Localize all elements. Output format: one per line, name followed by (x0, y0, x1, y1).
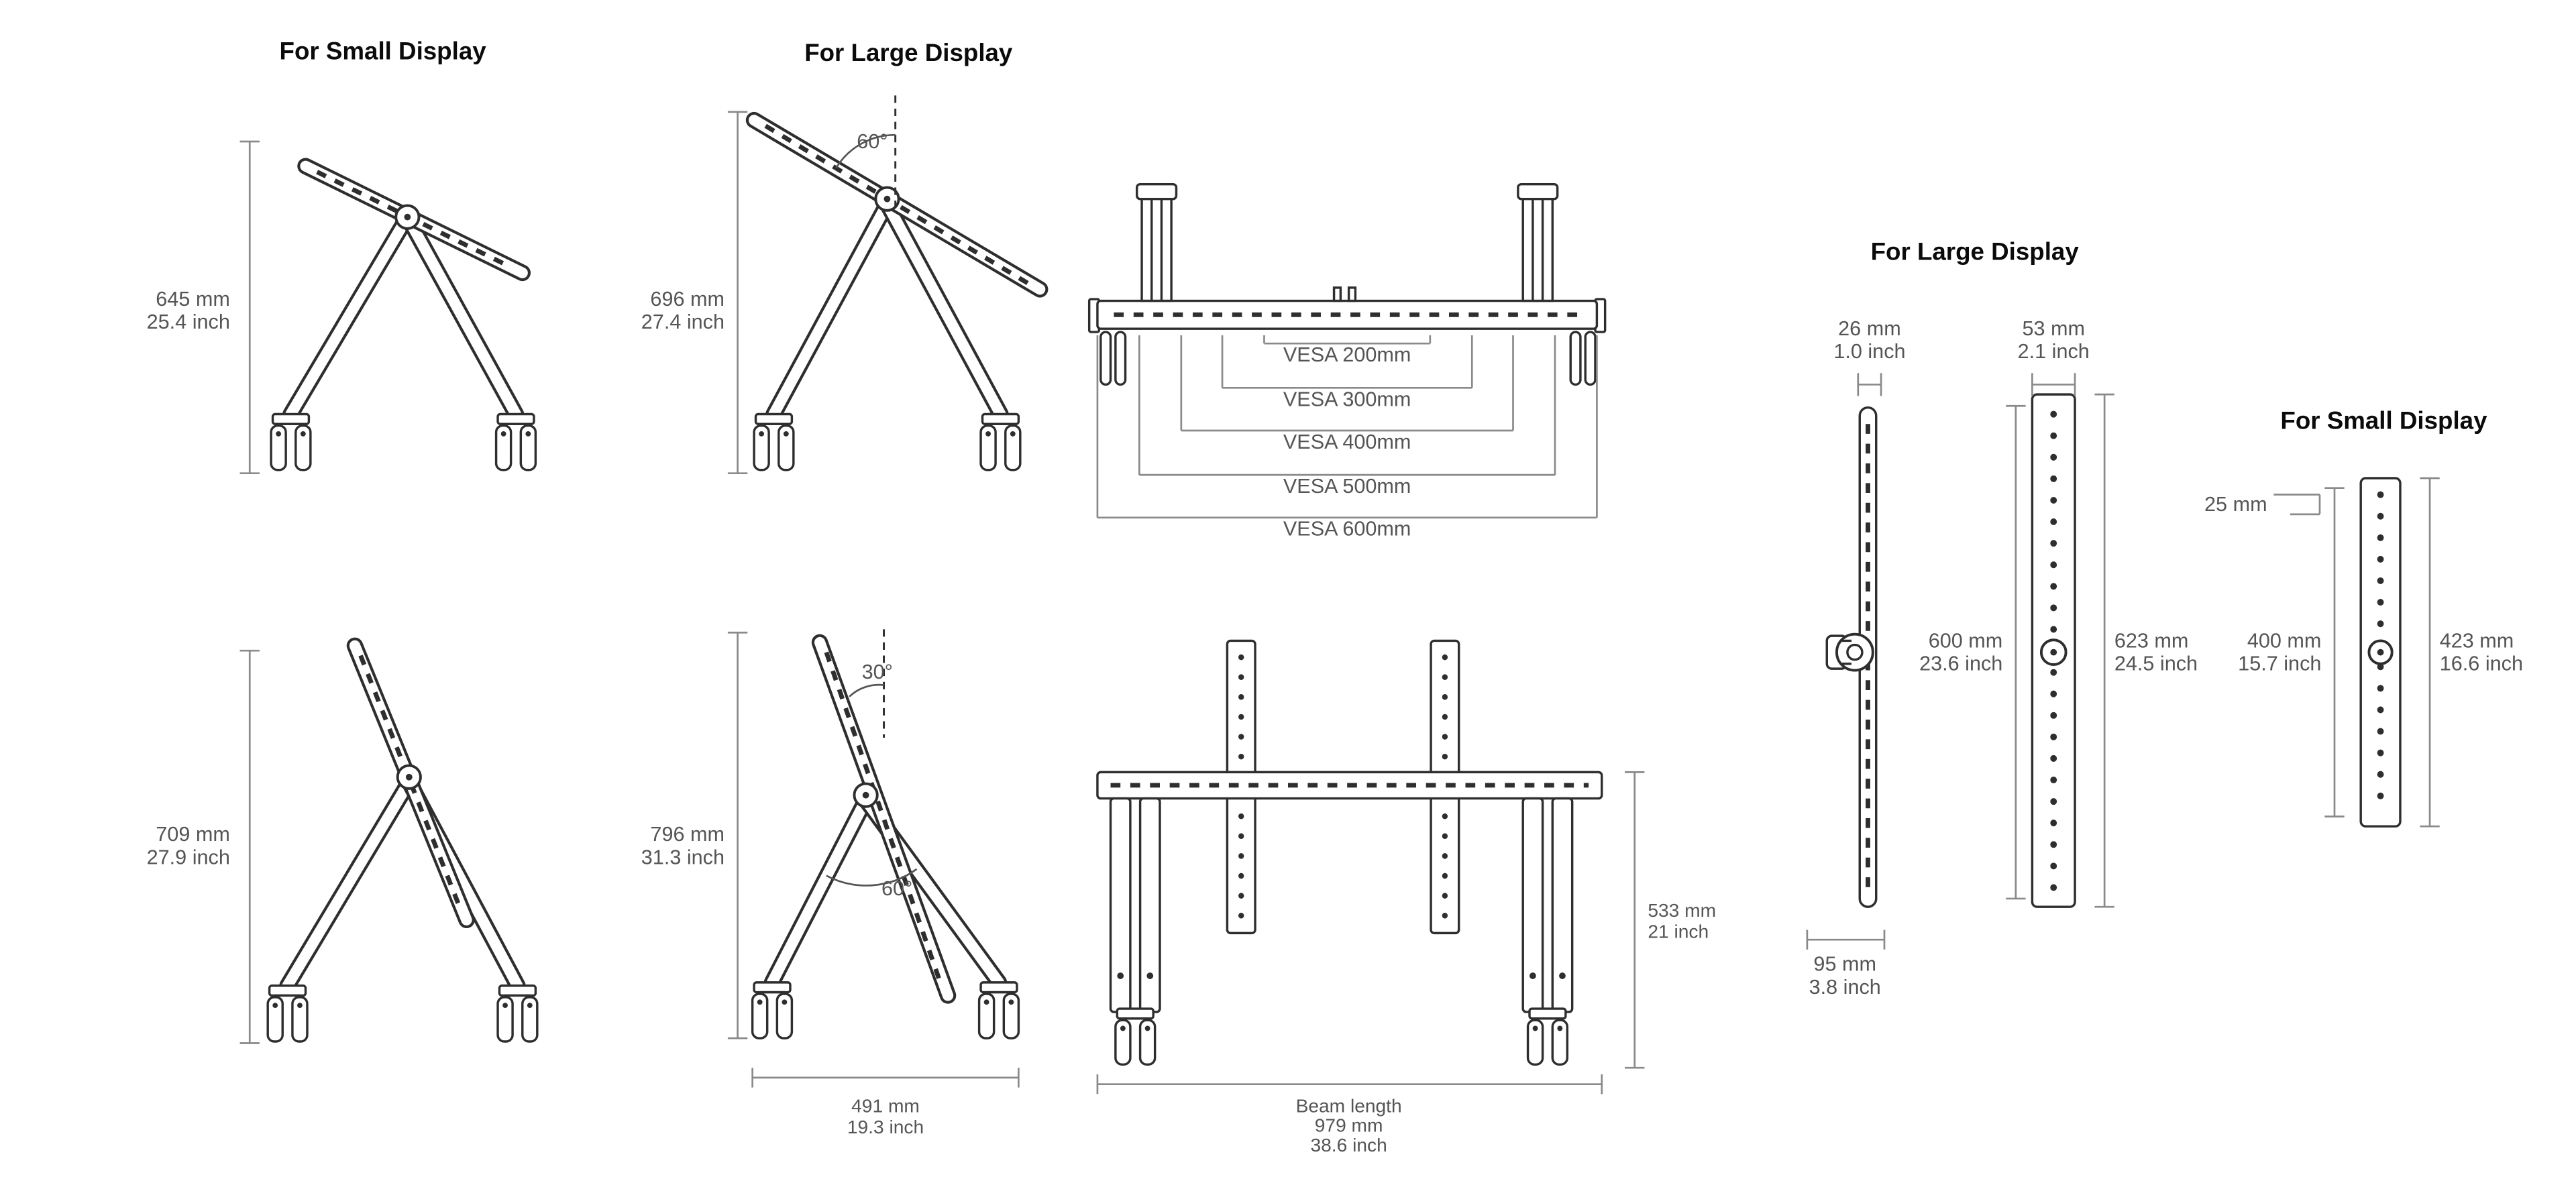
vesa-500-label: VESA 500mm (1283, 475, 1411, 498)
side-view-large-lowered: 30° 60° 796 mm 31.3 inch 491 mm 19.3 inc… (641, 629, 1020, 1137)
heading-large-display-right: For Large Display (1871, 237, 2080, 265)
height-label-inch: 25.4 inch (147, 311, 230, 333)
front-view-raised: VESA 200mm VESA 300mm VESA 400mm VESA 50… (1087, 182, 1607, 541)
left-bracket-cap (1135, 182, 1178, 201)
heading-small-display-right: For Small Display (2280, 407, 2487, 435)
leg-angle-arc (826, 868, 918, 887)
inner-height-label-mm: 600 mm (1929, 629, 2003, 652)
base-width-label-inch: 19.3 inch (847, 1117, 924, 1137)
right-caster (1526, 1007, 1569, 1066)
outer-height-label-inch: 24.5 inch (2114, 653, 2198, 675)
vesa-300-label: VESA 300mm (1283, 388, 1411, 410)
left-bracket (1140, 197, 1173, 302)
foot-label-mm: 95 mm (1813, 953, 1876, 976)
foot-label-inch: 3.8 inch (1809, 976, 1881, 999)
vesa-dimension-ladder: VESA 200mm VESA 300mm VESA 400mm VESA 50… (1096, 335, 1598, 541)
left-caster-front (1099, 331, 1112, 386)
left-caster (753, 412, 795, 471)
right-caster (494, 412, 537, 471)
vesa-600-label: VESA 600mm (1283, 518, 1411, 541)
left-caster (270, 412, 312, 471)
right-caster (977, 981, 1020, 1039)
left-caster (266, 984, 309, 1043)
base-width-label-mm: 491 mm (851, 1095, 920, 1116)
right-caster-front (1569, 331, 1582, 386)
inner-height-label-inch: 23.6 inch (1919, 653, 2002, 675)
beam (1096, 299, 1599, 330)
tilt-angle-arc (835, 133, 896, 168)
right-bracket (1521, 197, 1554, 302)
depth-label-mm: 26 mm (1838, 317, 1901, 340)
height-label-inch: 27.4 inch (641, 311, 724, 333)
side-view-large-raised: 60° 696 mm 27.4 inch (641, 95, 1049, 475)
heading-small-display-top: For Small Display (280, 38, 487, 65)
leg-angle-label: 60° (881, 877, 912, 900)
heading-large-display-top: For Large Display (804, 39, 1013, 66)
inner-height-label-mm: 400 mm (2247, 629, 2322, 652)
depth-label-inch: 1.0 inch (1833, 340, 1905, 363)
side-view-small-lowered: 709 mm 27.9 inch (147, 637, 539, 1044)
beam-height-label-inch: 21 inch (1648, 921, 1709, 942)
height-label-mm: 796 mm (650, 823, 724, 846)
left-leg-front (1109, 797, 1132, 1013)
beam-height-label-mm: 533 mm (1648, 900, 1716, 921)
side-view-small-raised: 645 mm 25.4 inch (147, 140, 537, 475)
outer-height-label-inch: 16.6 inch (2440, 653, 2523, 675)
right-caster (979, 412, 1022, 471)
vesa-400-label: VESA 400mm (1283, 431, 1411, 453)
bracket-detail-small: 25 mm 400 mm 15.7 inch 423 mm 16.6 inch (2204, 477, 2523, 828)
height-label-mm: 696 mm (650, 288, 724, 311)
inner-height-label-inch: 15.7 inch (2238, 653, 2321, 675)
left-caster (1114, 1007, 1157, 1066)
tilt-angle-arc (849, 683, 884, 697)
right-caster (496, 984, 539, 1043)
tilt-angle-label: 60° (857, 130, 888, 153)
height-label-inch: 27.9 inch (147, 846, 230, 869)
beam-length-title: Beam length (1296, 1095, 1402, 1116)
right-bracket-cap (1517, 182, 1559, 201)
right-leg-front (1521, 797, 1544, 1013)
beam-length-mm: 979 mm (1315, 1115, 1383, 1136)
width-label-mm: 53 mm (2022, 317, 2085, 340)
left-caster (751, 981, 794, 1039)
tilt-angle-label: 30° (862, 661, 893, 683)
arm-slots (358, 655, 464, 911)
front-view-lowered: 533 mm 21 inch Beam length 979 mm 38.6 i… (1096, 639, 1716, 1156)
height-label-mm: 645 mm (156, 288, 230, 311)
width-label-inch: 2.1 inch (2018, 340, 2090, 363)
beam-length-inch: 38.6 inch (1310, 1135, 1387, 1156)
bracket-detail-large: 26 mm 1.0 inch 95 mm 3.8 inch 53 mm 2.1 … (1806, 317, 2198, 999)
outer-height-label-mm: 423 mm (2440, 629, 2514, 652)
height-label-inch: 31.3 inch (641, 846, 724, 869)
vesa-200-label: VESA 200mm (1283, 343, 1411, 366)
height-label-mm: 709 mm (156, 823, 230, 846)
offset-label-mm: 25 mm (2204, 493, 2267, 516)
outer-height-label-mm: 623 mm (2114, 629, 2189, 652)
